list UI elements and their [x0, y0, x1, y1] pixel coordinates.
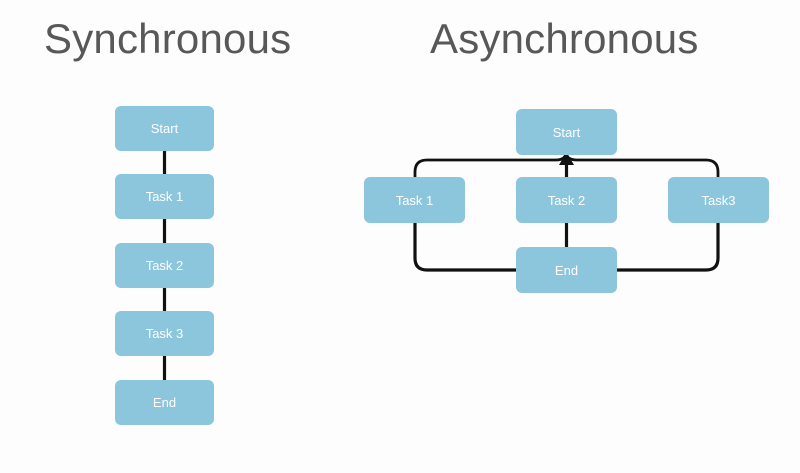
node-async-task3[interactable]: Task3: [668, 177, 769, 223]
node-label: Task 2: [547, 192, 586, 208]
edge-async-task1-end: [413, 223, 516, 272]
node-label: End: [152, 395, 177, 410]
panel-title-synchronous: Synchronous: [44, 15, 292, 62]
node-label: Start: [150, 121, 179, 136]
node-label: Task 1: [145, 189, 184, 204]
node-label: Task 3: [145, 326, 184, 341]
async-edge-group-up: [413, 151, 720, 177]
node-label: Start: [552, 124, 581, 140]
node-label: End: [554, 262, 579, 278]
edge-async-task1-start: [413, 151, 568, 177]
node-sync-task1[interactable]: Task 1: [115, 174, 214, 219]
node-async-task2[interactable]: Task 2: [516, 177, 617, 223]
node-async-end[interactable]: End: [516, 247, 617, 293]
edge-async-task3-start: [564, 151, 720, 177]
node-label: Task 1: [395, 192, 434, 208]
panel-title-asynchronous: Asynchronous: [430, 15, 699, 62]
node-sync-task2[interactable]: Task 2: [115, 243, 214, 288]
edge-async-task3-end: [617, 223, 720, 272]
node-label: Task3: [701, 192, 736, 208]
node-async-start[interactable]: Start: [516, 109, 617, 155]
node-sync-task3[interactable]: Task 3: [115, 311, 214, 356]
node-async-task1[interactable]: Task 1: [364, 177, 465, 223]
node-sync-end[interactable]: End: [115, 380, 214, 425]
node-label: Task 2: [145, 258, 184, 273]
node-sync-start[interactable]: Start: [115, 106, 214, 151]
